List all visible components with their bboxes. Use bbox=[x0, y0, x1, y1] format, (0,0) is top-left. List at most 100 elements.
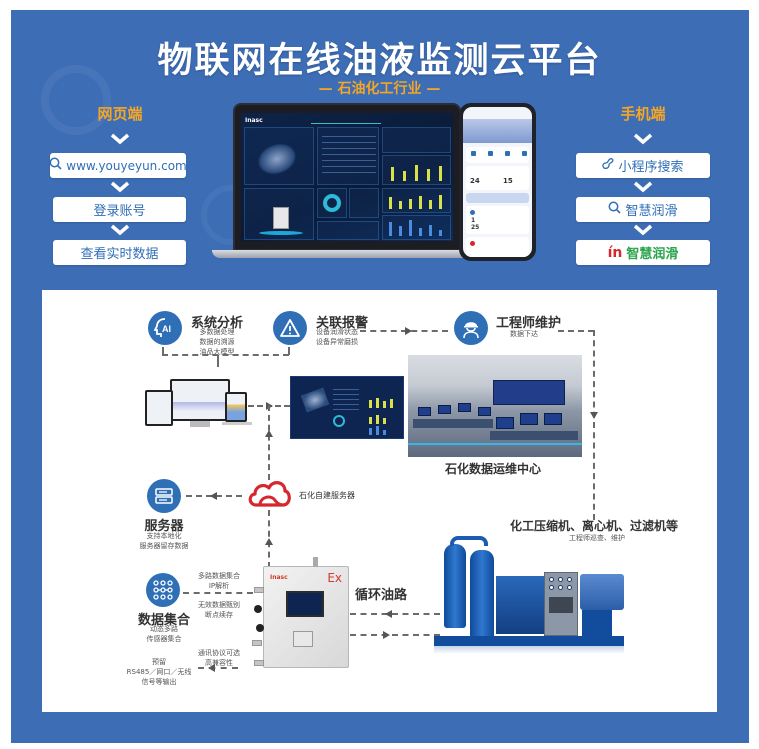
desktop-monitor bbox=[170, 379, 230, 421]
chevron-down-icon bbox=[633, 224, 653, 236]
arrow-right-icon bbox=[405, 327, 412, 335]
analysis-details: 多数据处理 数据的溯源 油品大模型 bbox=[192, 327, 242, 357]
arrow-up-icon bbox=[265, 538, 273, 545]
dashboard-bar-panel bbox=[382, 188, 451, 213]
monitor-stand bbox=[190, 421, 210, 427]
equipment-title: 化工压缩机、离心机、过滤机等 bbox=[510, 519, 679, 533]
analysis-line: 数据的溯源 bbox=[199, 338, 235, 346]
mobile-search-step[interactable]: 智慧润滑 bbox=[576, 197, 710, 222]
cabinet-nameplate bbox=[293, 631, 313, 647]
warning-icon bbox=[273, 311, 307, 345]
mini-program-icon bbox=[602, 157, 614, 174]
connector-line bbox=[162, 347, 164, 355]
motor bbox=[580, 574, 624, 610]
web-realtime-step[interactable]: 查看实时数据 bbox=[53, 240, 186, 265]
arrow-down-icon bbox=[590, 412, 598, 419]
phone-banner bbox=[463, 119, 532, 143]
laptop-dashboard-mockup: Inasc bbox=[233, 103, 461, 251]
dashboard-screen: Inasc bbox=[241, 113, 453, 241]
cable-gland bbox=[252, 640, 262, 646]
alarm-title: 关联报警 bbox=[316, 316, 369, 331]
mobile-step-label: 智慧润滑 bbox=[626, 247, 679, 262]
page-subtitle: — 石油化工行业 — bbox=[318, 81, 441, 97]
oil-loop-label: 循环油路 bbox=[355, 588, 408, 603]
engineer-detail: 数据下达 bbox=[510, 330, 538, 338]
connector-line bbox=[360, 330, 448, 332]
connector-line bbox=[593, 330, 595, 520]
server-line: 支持本地化 bbox=[146, 532, 182, 540]
collection-title: 数据集合 bbox=[137, 613, 190, 628]
mobile-miniprogram-step[interactable]: 小程序搜索 bbox=[576, 153, 710, 178]
engineer-title: 工程师维护 bbox=[496, 316, 562, 331]
laptop-device bbox=[225, 392, 247, 422]
cabinet-screen bbox=[286, 591, 324, 617]
ops-center-caption: 石化数据运维中心 bbox=[445, 462, 542, 476]
web-url-step[interactable]: www.youyeyun.com bbox=[49, 153, 187, 178]
phone-notice bbox=[466, 193, 529, 203]
phone-status-card: 24 15 bbox=[466, 166, 529, 190]
dashboard-title-bar bbox=[311, 116, 381, 124]
tablet-device bbox=[145, 390, 173, 426]
dashboard-ring-panel bbox=[317, 188, 347, 218]
feature-line: 多路数据集合 bbox=[198, 572, 240, 580]
feature-line: 通讯协议可选 bbox=[198, 649, 240, 657]
connector-knob bbox=[254, 605, 262, 613]
compressor-image bbox=[430, 536, 626, 656]
page-title: 物联网在线油液监测云平台 bbox=[157, 41, 602, 81]
connector-line bbox=[217, 355, 219, 367]
connector-line bbox=[268, 405, 270, 480]
network-nodes-icon bbox=[146, 573, 180, 607]
ai-head-icon: AI bbox=[148, 311, 182, 345]
connector-line bbox=[558, 330, 594, 332]
phone-menu-row bbox=[466, 147, 529, 163]
oil-supply-line bbox=[350, 634, 440, 636]
phone-alert-card bbox=[466, 237, 529, 257]
server-icon bbox=[147, 479, 181, 513]
dashboard-panel bbox=[244, 127, 314, 185]
dashboard-brand: Inasc bbox=[245, 117, 263, 124]
pipe bbox=[450, 536, 488, 546]
connector-line bbox=[162, 354, 289, 356]
feature-protocol: 通讯协议可选 高兼容性 bbox=[189, 648, 249, 668]
analysis-title: 系统分析 bbox=[191, 316, 244, 331]
background-decor bbox=[41, 65, 111, 135]
oil-monitor-cabinet: Inasc Ex bbox=[263, 566, 349, 668]
chevron-down-icon bbox=[110, 133, 130, 145]
arrow-right-icon bbox=[383, 631, 390, 639]
web-login-label: 登录账号 bbox=[93, 204, 146, 219]
feature-line: 预留 bbox=[152, 658, 166, 666]
chevron-down-icon bbox=[633, 133, 653, 145]
feature-line: 高兼容性 bbox=[205, 659, 233, 667]
dashboard-line-panel bbox=[382, 127, 451, 153]
feature-line: 信号等输出 bbox=[141, 678, 177, 686]
feature-line: IP解析 bbox=[208, 582, 230, 590]
cable-gland bbox=[254, 660, 264, 666]
arrow-left-icon bbox=[208, 664, 215, 672]
connector-line bbox=[198, 667, 238, 669]
oil-return-line bbox=[350, 613, 440, 615]
arrow-left-icon bbox=[210, 492, 217, 500]
connector-line bbox=[288, 347, 290, 355]
mobile-app-step[interactable]: ín 智慧润滑 bbox=[576, 240, 710, 265]
feature-invalid-data: 无效数据甄别 断点续存 bbox=[189, 600, 249, 620]
dashboard-table-panel bbox=[317, 127, 379, 185]
motor-base bbox=[582, 610, 612, 636]
dashboard-radar-panel bbox=[349, 188, 379, 218]
web-login-step[interactable]: 登录账号 bbox=[53, 197, 186, 222]
collection-line: 动态多路 bbox=[150, 625, 178, 633]
mobile-heading: 手机端 bbox=[620, 105, 666, 123]
equipment-sub: 工程师巡查、维护 bbox=[569, 534, 625, 542]
chevron-down-icon bbox=[110, 224, 130, 236]
laptop-base bbox=[212, 250, 484, 258]
arrow-up-icon bbox=[265, 430, 273, 437]
dashboard-device-panel bbox=[244, 188, 314, 240]
feature-line: 无效数据甄别 bbox=[198, 601, 240, 609]
compressor-body bbox=[496, 576, 546, 634]
alarm-details: 设备润滑状态 设备异常磨损 bbox=[316, 327, 358, 347]
floor-light bbox=[408, 443, 582, 445]
cable-gland bbox=[254, 587, 264, 593]
collection-line: 传感器集合 bbox=[146, 635, 182, 643]
